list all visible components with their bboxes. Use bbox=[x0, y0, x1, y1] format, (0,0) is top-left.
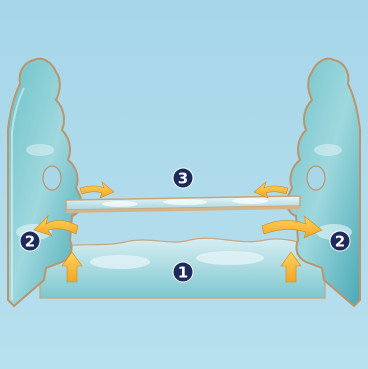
svg-text:2: 2 bbox=[335, 233, 345, 251]
svg-text:2: 2 bbox=[25, 233, 35, 251]
svg-text:3: 3 bbox=[178, 170, 188, 188]
step-badge-2-right: 2 bbox=[330, 231, 350, 251]
svg-text:1: 1 bbox=[178, 264, 188, 282]
step-badge-3: 3 bbox=[173, 168, 193, 188]
step-badge-1: 1 bbox=[173, 262, 193, 282]
step-badge-2-left: 2 bbox=[20, 231, 40, 251]
